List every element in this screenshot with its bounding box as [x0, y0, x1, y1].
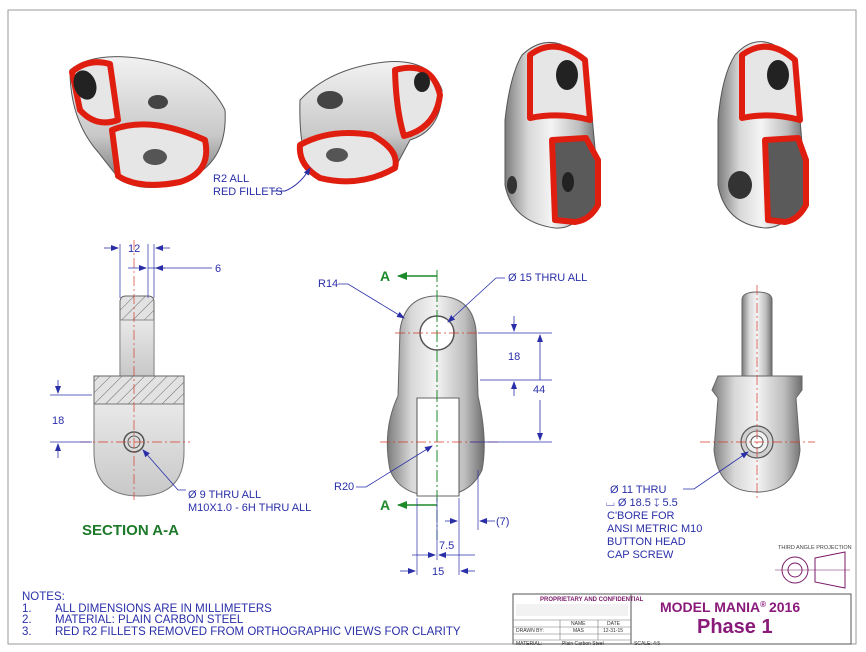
side-note-line1: Ø 11 THRU: [610, 484, 666, 496]
note-2-text: MATERIAL: PLAIN CARBON STEEL: [55, 614, 244, 626]
title-block: PROPRIETARY AND CONFIDENTIAL NAME DATE D…: [512, 593, 852, 647]
tb-name-header: NAME: [571, 621, 586, 627]
tb-drawn-by: MAS: [573, 628, 585, 634]
front-radius-bottom: R20: [334, 481, 354, 493]
section-dim-offset: 6: [215, 263, 221, 275]
front-dim-44: 44: [533, 384, 545, 396]
section-label: SECTION A-A: [82, 522, 179, 539]
section-dim-height: 18: [52, 415, 64, 427]
iso-view-3: [504, 41, 601, 229]
tb-phase: Phase 1: [697, 616, 773, 638]
side-note-line2: ⌴ Ø 18.5 ↧ 5.5: [606, 497, 678, 509]
section-hole-line2: M10X1.0 - 6H THRU ALL: [188, 502, 311, 514]
fillet-callout: R2 ALL RED FILLETS: [213, 167, 311, 198]
tb-date: 12-31-15: [603, 628, 623, 634]
iso-view-4: [717, 41, 809, 229]
tb-scale: SCALE: 4:5: [634, 641, 660, 647]
front-dim-7: (7): [496, 516, 509, 528]
tb-material: Plain Carbon Steel: [562, 641, 604, 647]
iso-view-1: [69, 56, 226, 189]
side-note-line4: ANSI METRIC M10: [607, 523, 702, 535]
section-dim-width: 12: [128, 243, 140, 255]
front-dims: R14 Ø 15 THRU ALL 18 44 R20 (7) 7.5 15: [318, 272, 587, 578]
section-hole-line1: Ø 9 THRU ALL: [188, 489, 261, 501]
side-note-line6: CAP SCREW: [607, 549, 674, 561]
front-dim-18: 18: [508, 351, 520, 363]
fillet-callout-line2: RED FILLETS: [213, 186, 283, 198]
front-dim-15: 15: [432, 566, 444, 578]
section-mark-top: A: [380, 268, 390, 284]
front-view: A A: [380, 268, 500, 540]
projection-label: THIRD ANGLE PROJECTION: [778, 545, 852, 551]
front-dim-7-5: 7.5: [439, 540, 454, 552]
note-3-num: 3.: [22, 626, 32, 638]
section-dims: 12 6 18 Ø 9 THRU ALL M10X1.0 - 6H THRU A…: [50, 243, 311, 539]
notes-heading: NOTES:: [22, 591, 65, 603]
front-hole: Ø 15 THRU ALL: [508, 272, 587, 284]
note-2-num: 2.: [22, 614, 32, 626]
notes-block: NOTES: 1. ALL DIMENSIONS ARE IN MILLIMET…: [22, 591, 461, 638]
sheet-border: [7, 9, 857, 645]
note-1-text: ALL DIMENSIONS ARE IN MILLIMETERS: [55, 603, 272, 615]
side-view: [700, 285, 815, 500]
fillet-callout-line1: R2 ALL: [213, 173, 249, 185]
tb-date-header: DATE: [607, 621, 621, 627]
side-note-line3: C'BORE FOR: [607, 510, 675, 522]
section-mark-bottom: A: [380, 497, 390, 513]
projection-symbol: THIRD ANGLE PROJECTION: [775, 545, 852, 589]
tb-title: MODEL MANIA®2016: [660, 599, 800, 615]
note-3-text: RED R2 FILLETS REMOVED FROM ORTHOGRAPHIC…: [55, 626, 461, 638]
note-1-num: 1.: [22, 603, 32, 615]
tb-material-label: MATERIAL:: [516, 641, 542, 647]
tb-confidential-text: [516, 604, 628, 616]
tb-proprietary: PROPRIETARY AND CONFIDENTIAL: [540, 597, 644, 603]
section-view: [80, 240, 190, 500]
side-note: Ø 11 THRU ⌴ Ø 18.5 ↧ 5.5 C'BORE FOR ANSI…: [606, 451, 749, 561]
tb-drawn-by-label: DRAWN BY:: [516, 628, 544, 634]
iso-view-2: [296, 61, 443, 185]
side-note-line5: BUTTON HEAD: [607, 536, 686, 548]
front-radius-top: R14: [318, 278, 338, 290]
